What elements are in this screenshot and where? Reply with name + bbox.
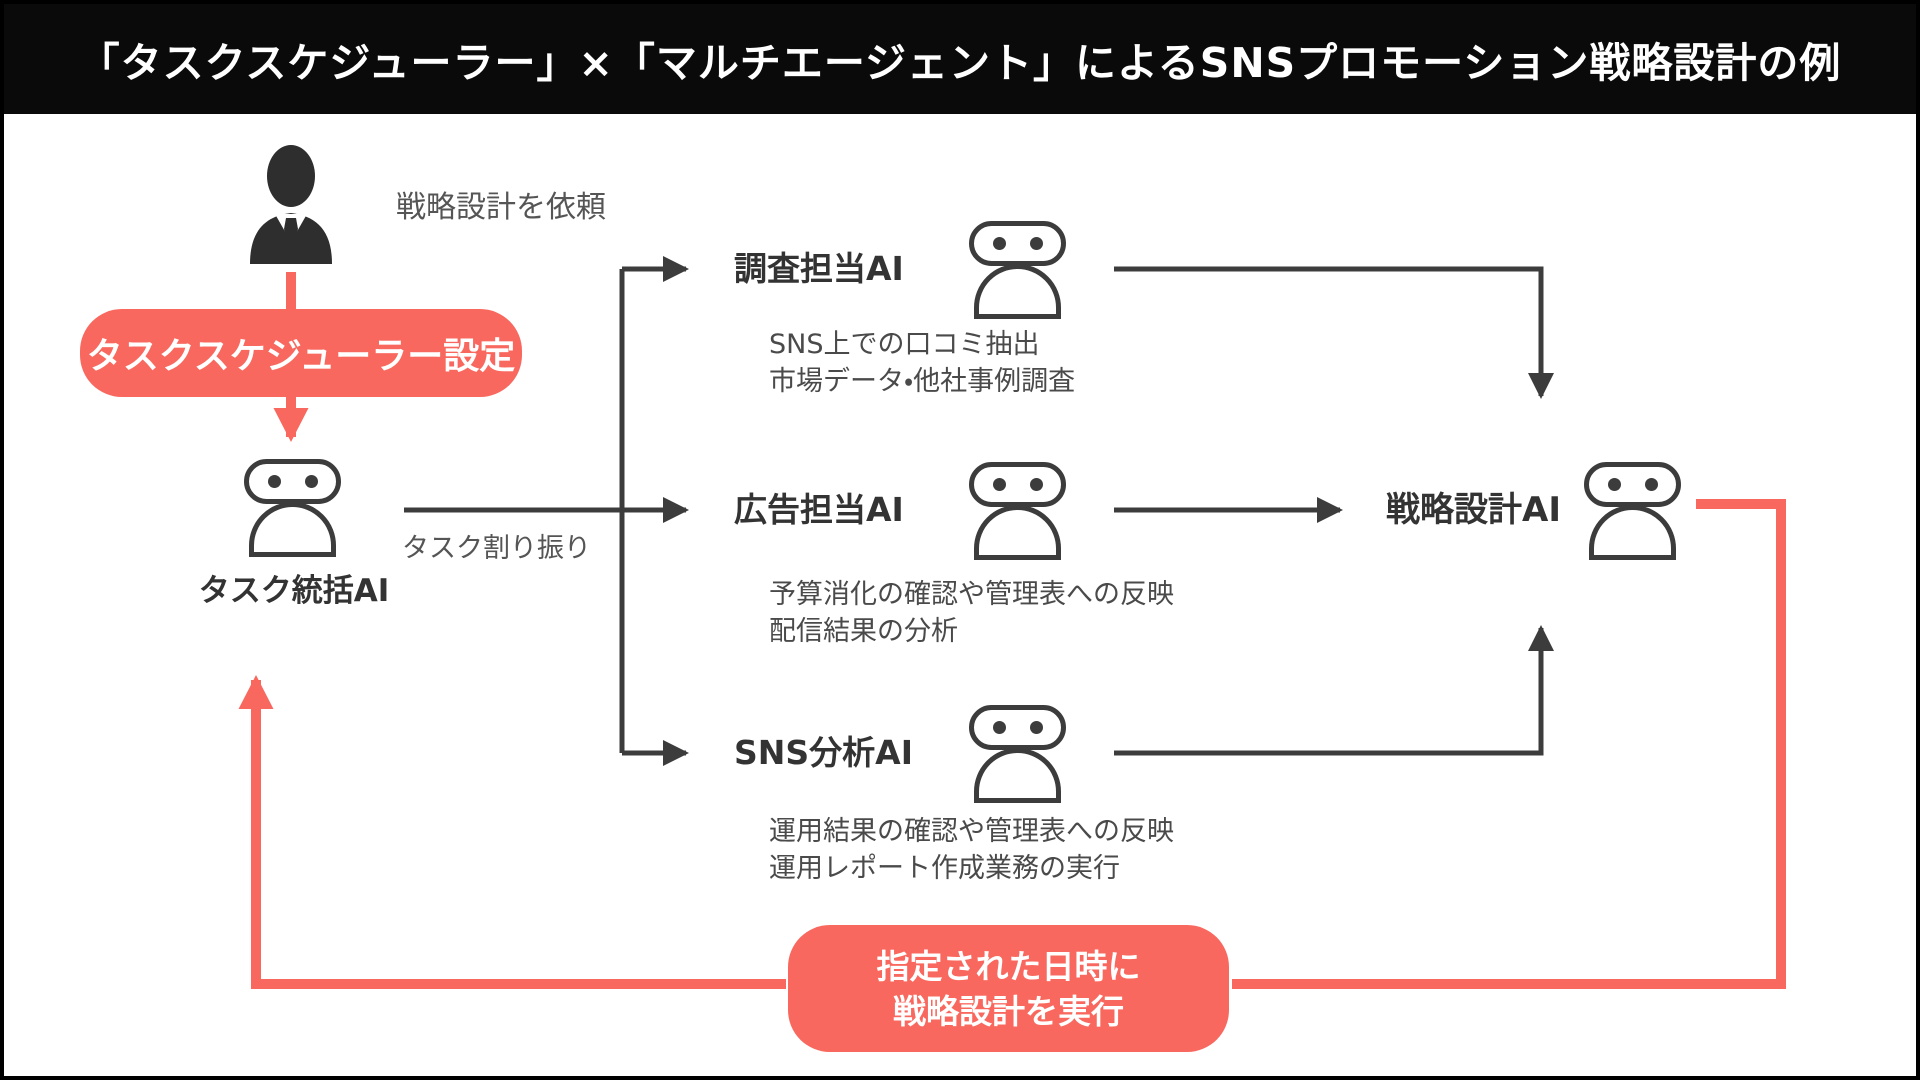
robot-eye [1607, 478, 1621, 491]
ads-robot-icon [969, 462, 1066, 562]
robot-head [1584, 462, 1681, 507]
red-arrow-schedule-box-to-coordinator [238, 675, 786, 989]
task-line: SNS上での口コミ抽出 [769, 329, 1040, 360]
schedule-exec-box: 指定された日時に 戦略設計を実行 [788, 925, 1229, 1052]
robot-eye [992, 721, 1006, 734]
request-label: 戦略設計を依頼 [396, 190, 606, 225]
assign-label: タスク割り振り [402, 533, 591, 564]
strategy-agent-label: 戦略設計AI [1386, 490, 1561, 530]
schedule-exec-line2: 戦略設計を実行 [893, 991, 1124, 1031]
robot-eye [304, 475, 318, 488]
businessperson-icon [250, 145, 332, 264]
agent-label-research: 調査担当AI [734, 249, 904, 288]
robot-eye [1029, 478, 1043, 491]
robot-head [969, 221, 1066, 266]
arrow-sns-to-strategy [1114, 624, 1554, 756]
task-line: 予算消化の確認や管理表への反映 [769, 579, 1174, 610]
research-robot-icon [969, 221, 1066, 321]
robot-head [969, 462, 1066, 507]
task-line: 市場データ・他社事例調査 [769, 366, 1076, 397]
task-line: 運用結果の確認や管理表への反映 [769, 816, 1174, 847]
task-line: 配信結果の分析 [769, 616, 958, 647]
task-scheduler-box: タスクスケジューラー設定 [80, 309, 522, 397]
robot-eye [1644, 478, 1658, 491]
strategy-robot-icon [1584, 462, 1681, 562]
sns-task-list: 運用結果の確認や管理表への反映 運用レポート作成業務の実行 [769, 813, 1174, 887]
research-task-list: SNS上での口コミ抽出 市場データ・他社事例調査 [769, 326, 1075, 400]
robot-head [244, 459, 341, 504]
title-bar: 「タスクスケジューラー」×「マルチエージェント」によるSNSプロモーション戦略設… [4, 4, 1916, 114]
robot-body [249, 502, 336, 557]
diagram-title: 「タスクスケジューラー」×「マルチエージェント」によるSNSプロモーション戦略設… [78, 39, 1842, 87]
task-scheduler-box-label: タスクスケジューラー設定 [86, 336, 516, 377]
robot-eye [1029, 721, 1043, 734]
robot-eye [267, 475, 281, 488]
robot-eye [992, 237, 1006, 250]
robot-body [974, 505, 1061, 560]
robot-head [969, 705, 1066, 750]
schedule-exec-line1: 指定された日時に [876, 946, 1141, 986]
red-line-strategy-to-schedule-box [1232, 499, 1786, 989]
robot-eye [992, 478, 1006, 491]
robot-eye [1029, 237, 1043, 250]
agent-label-ads: 広告担当AI [734, 490, 904, 529]
ads-task-list: 予算消化の確認や管理表への反映 配信結果の分析 [769, 576, 1174, 650]
robot-body [1589, 505, 1676, 560]
sns-robot-icon [969, 705, 1066, 805]
coordinator-robot-icon [244, 459, 341, 559]
coordinator-label: タスク統括AI [198, 573, 390, 609]
robot-body [974, 748, 1061, 803]
agent-label-sns: SNS分析AI [734, 733, 913, 772]
arrow-research-to-strategy [1114, 266, 1554, 400]
robot-body [974, 264, 1061, 319]
task-line: 運用レポート作成業務の実行 [769, 853, 1120, 884]
